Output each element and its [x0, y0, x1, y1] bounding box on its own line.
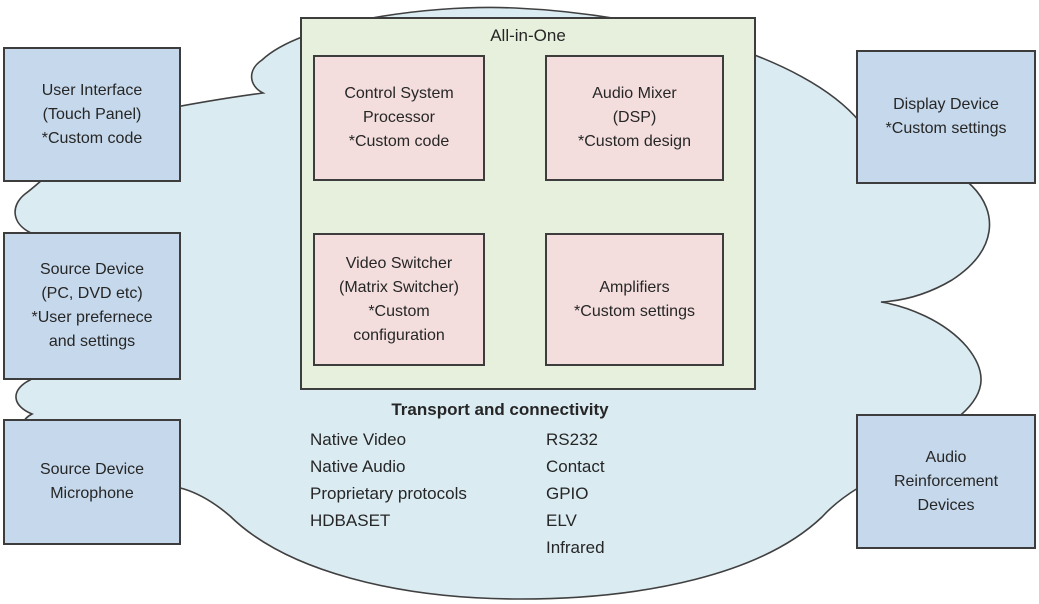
module-label-line: Audio Mixer	[592, 85, 677, 102]
module-label-line: configuration	[353, 326, 445, 344]
module-label-line: (DSP)	[612, 109, 657, 126]
module-label-line: *Custom code	[348, 133, 450, 150]
transport-item: Native Audio	[310, 457, 406, 476]
all-in-one-container: All-in-One Control System Processor *Cus…	[300, 17, 756, 390]
peripheral-audio-reinforcement: Audio Reinforcement Devices	[856, 414, 1036, 549]
peripheral-user-interface: User Interface (Touch Panel) *Custom cod…	[3, 47, 181, 182]
peripheral-display-device: Display Device *Custom settings	[856, 50, 1036, 184]
peripheral-source-device: Source Device (PC, DVD etc) *User prefer…	[3, 232, 181, 380]
transport-item: ELV	[546, 511, 577, 530]
peripheral-label-line: Source Device	[39, 261, 145, 278]
transport-title: Transport and connectivity	[391, 400, 609, 419]
peripheral-label-line: *Custom code	[41, 129, 143, 147]
transport-item: Native Video	[310, 430, 407, 449]
module-label-line: Video Switcher	[345, 254, 453, 272]
transport-columns: Native Video Native Audio Proprietary pr…	[300, 426, 700, 561]
transport-section: Transport and connectivity Native Video …	[300, 398, 700, 561]
peripheral-label-line: Reinforcement	[893, 472, 999, 490]
transport-column-left: Native Video Native Audio Proprietary pr…	[300, 426, 546, 561]
all-in-one-title: All-in-One	[490, 26, 566, 45]
transport-column-right: RS232 Contact GPIO ELV Infrared	[546, 426, 700, 561]
module-label-line: *Custom settings	[574, 302, 695, 320]
peripheral-source-device-microphone: Source Device Microphone	[3, 419, 181, 545]
module-label-line: Processor	[362, 109, 436, 126]
peripheral-label-line: Display Device	[893, 96, 999, 113]
module-video-switcher: Video Switcher (Matrix Switcher) *Custom…	[313, 233, 485, 366]
module-label-line: *Custom design	[578, 133, 691, 150]
peripheral-label-line: *Custom settings	[885, 120, 1007, 137]
peripheral-label-line: Microphone	[50, 485, 134, 502]
transport-item: RS232	[546, 430, 598, 449]
module-control-system-processor: Control System Processor *Custom code	[313, 55, 485, 181]
transport-item: HDBASET	[310, 511, 391, 530]
peripheral-label-line: Devices	[917, 496, 975, 514]
peripheral-label-line: User Interface	[41, 81, 143, 99]
peripheral-label-line: and settings	[48, 333, 136, 350]
peripheral-label-line: Source Device	[39, 461, 145, 478]
module-label-line: Amplifiers	[599, 278, 670, 296]
transport-item: GPIO	[546, 484, 589, 503]
transport-item: Contact	[546, 457, 605, 476]
module-amplifiers: Amplifiers *Custom settings	[545, 233, 724, 366]
transport-item: Proprietary protocols	[310, 484, 467, 503]
peripheral-label-line: (Touch Panel)	[42, 105, 142, 123]
module-audio-mixer: Audio Mixer (DSP) *Custom design	[545, 55, 724, 181]
peripheral-label-line: Audio	[925, 448, 967, 466]
module-label-line: Control System	[344, 85, 454, 102]
module-label-line: (Matrix Switcher)	[338, 278, 459, 296]
transport-item: Infrared	[546, 538, 605, 557]
peripheral-label-line: *User prefernece	[31, 309, 153, 326]
module-label-line: *Custom	[368, 302, 430, 320]
peripheral-label-line: (PC, DVD etc)	[41, 285, 143, 302]
